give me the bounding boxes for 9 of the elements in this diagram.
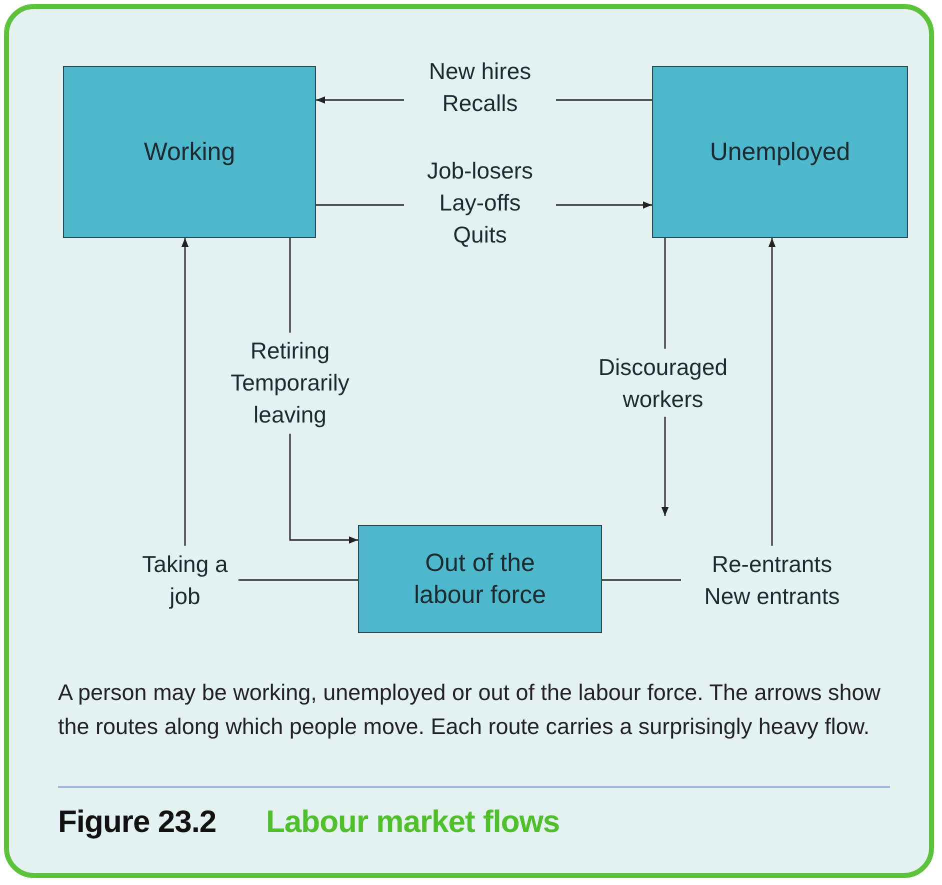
state-label: Out of the labour force (412, 548, 548, 611)
figure-number: Figure 23.2 (58, 804, 216, 840)
state-label: Working (144, 136, 236, 168)
state-box (358, 525, 602, 633)
state-label: Unemployed (710, 136, 850, 168)
state-box (63, 66, 316, 238)
figure-title: Labour market flows (266, 804, 560, 840)
caption-text: A person may be working, unemployed or out of the labour force. The arrows show the routes along which people move. Each route carries a surprisingly heavy flow. (58, 679, 882, 741)
state-box (652, 66, 908, 238)
